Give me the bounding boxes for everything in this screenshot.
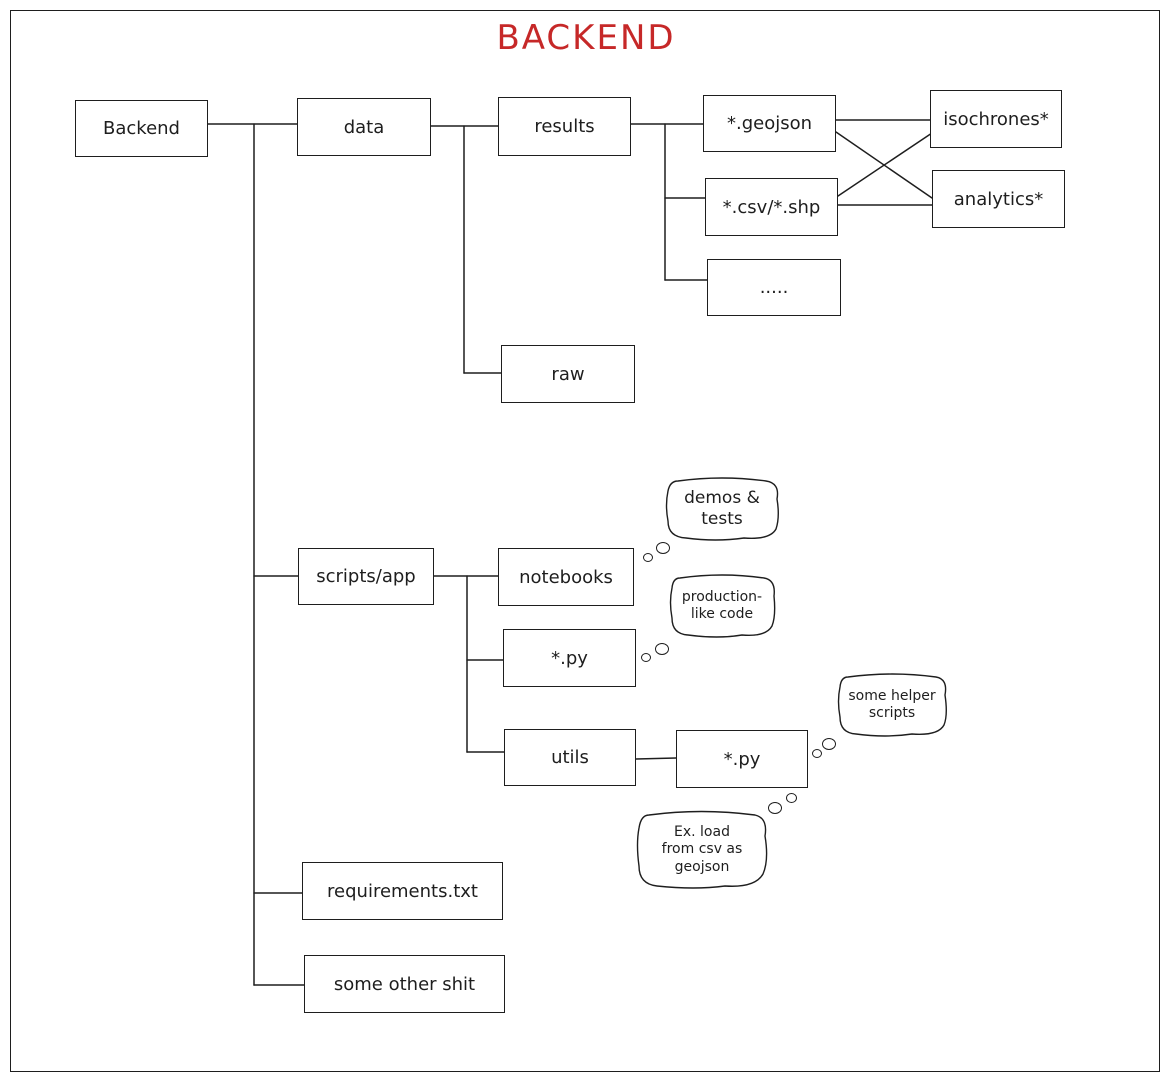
node-results: results — [498, 97, 631, 156]
node-notebooks-label: notebooks — [519, 566, 613, 588]
node-csv-shp-label: *.csv/*.shp — [722, 196, 821, 218]
edge-utils-to-py — [635, 757, 677, 760]
node-scripts-app: scripts/app — [298, 548, 434, 605]
node-utils-py-label: *.py — [723, 748, 761, 770]
note-helper-bubble-small — [812, 749, 822, 758]
node-other: some other shit — [304, 955, 505, 1013]
node-more: ..... — [707, 259, 841, 316]
node-raw-label: raw — [551, 363, 585, 385]
node-backend-label: Backend — [103, 118, 180, 139]
note-helper-text: some helper scripts — [848, 687, 936, 722]
node-requirements-label: requirements.txt — [327, 880, 478, 902]
node-more-label: ..... — [759, 277, 789, 298]
note-production-bubble-large — [655, 643, 669, 655]
node-utils-label: utils — [551, 747, 589, 768]
node-csv-shp: *.csv/*.shp — [705, 178, 838, 236]
note-example-text: Ex. load from csv as geojson — [661, 823, 743, 875]
node-raw: raw — [501, 345, 635, 403]
node-data-label: data — [343, 116, 385, 138]
node-py-label: *.py — [551, 647, 588, 669]
node-backend: Backend — [75, 100, 208, 157]
note-cloud-shape — [665, 477, 779, 541]
note-demos-text: demos & tests — [684, 487, 760, 529]
node-analytics-label: analytics* — [953, 188, 1044, 210]
node-analytics: analytics* — [932, 170, 1065, 228]
node-geojson-label: *.geojson — [726, 113, 813, 134]
note-production-code: production- like code — [668, 574, 776, 638]
edge-csv-to-isochrones — [837, 132, 933, 197]
note-production-text: production- like code — [681, 588, 763, 623]
note-example: Ex. load from csv as geojson — [635, 810, 769, 890]
note-demos-tests: demos & tests — [664, 477, 780, 541]
node-utils: utils — [504, 729, 636, 786]
node-requirements: requirements.txt — [302, 862, 503, 920]
node-notebooks: notebooks — [498, 548, 634, 606]
node-geojson: *.geojson — [703, 95, 836, 152]
node-results-label: results — [534, 116, 595, 137]
node-scripts-app-label: scripts/app — [316, 566, 416, 587]
note-cloud-shape — [636, 810, 768, 889]
note-cloud-shape — [669, 574, 776, 638]
note-cloud-shape — [837, 673, 947, 737]
canvas-frame — [10, 10, 1160, 1072]
note-helper-scripts: some helper scripts — [836, 673, 948, 737]
node-isochrones-label: isochrones* — [943, 108, 1049, 130]
node-isochrones: isochrones* — [930, 90, 1062, 148]
note-production-bubble-small — [641, 653, 651, 662]
node-py: *.py — [503, 629, 636, 687]
note-demos-bubble-small — [643, 553, 653, 562]
node-utils-py: *.py — [676, 730, 808, 788]
note-example-bubble-large — [768, 802, 782, 814]
node-data: data — [297, 98, 431, 156]
node-other-label: some other shit — [333, 973, 476, 995]
note-helper-bubble-large — [822, 738, 836, 750]
note-example-bubble-small — [786, 793, 797, 803]
note-demos-bubble-large — [656, 542, 670, 554]
diagram-title: BACKEND — [496, 18, 676, 58]
